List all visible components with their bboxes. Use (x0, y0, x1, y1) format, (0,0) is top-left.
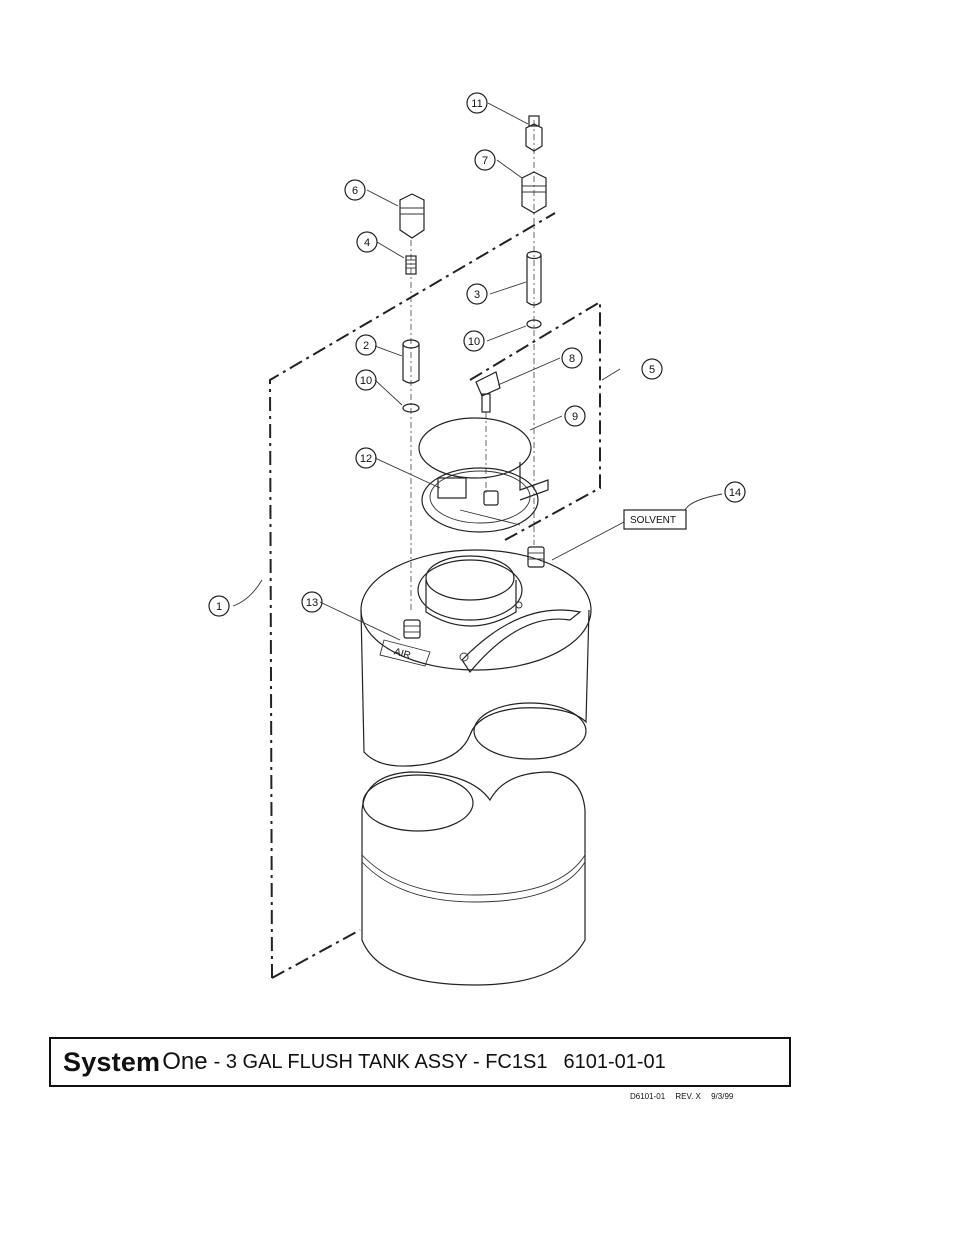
callout-13-text: 13 (306, 597, 318, 609)
fitting-left (400, 194, 424, 238)
callout-12-text: 12 (360, 453, 372, 465)
air-label-text: AIR (393, 646, 412, 661)
title-block: System One - 3 GAL FLUSH TANK ASSY - FC1… (49, 1037, 791, 1087)
revision-date: 9/3/99 (711, 1092, 733, 1101)
callout-5-text: 5 (649, 364, 655, 376)
tank-lower-section (362, 772, 585, 985)
callout-8-text: 8 (569, 353, 575, 365)
callout-2-text: 2 (363, 340, 369, 352)
plug-fitting (476, 372, 500, 412)
callout-4: 4 (357, 232, 377, 252)
large-o-ring (419, 418, 531, 478)
solvent-tag: SOLVENT (624, 510, 686, 529)
callout-4-text: 4 (364, 237, 370, 249)
air-label: AIR (380, 640, 430, 666)
tank-upper-section (361, 550, 591, 766)
callout-10-left: 10 (356, 370, 376, 390)
assembly-title: - 3 GAL FLUSH TANK ASSY - FC1S1 (214, 1051, 548, 1074)
revision: REV. X (675, 1092, 701, 1101)
callout-6-text: 6 (352, 185, 358, 197)
lid-plate (422, 462, 548, 532)
callout-3-text: 3 (474, 289, 480, 301)
callout-3: 3 (467, 284, 487, 304)
callout-2: 2 (356, 335, 376, 355)
part-number: 6101-01-01 (563, 1051, 665, 1074)
callout-14: 14 (725, 482, 745, 502)
drawing-number: D6101-01 (630, 1092, 665, 1101)
centerlines (411, 120, 534, 610)
callout-7: 7 (475, 150, 495, 170)
callout-6: 6 (345, 180, 365, 200)
callout-10-left-text: 10 (360, 375, 372, 387)
callout-1-text: 1 (216, 601, 222, 613)
callout-12: 12 (356, 448, 376, 468)
phantom-outline-1 (270, 213, 555, 978)
callout-9-text: 9 (572, 411, 578, 423)
phantom-outline-5 (470, 302, 600, 540)
callout-9: 9 (565, 406, 585, 426)
callout-11-text: 11 (471, 98, 482, 110)
callout-5: 5 (642, 359, 662, 379)
callout-14-text: 14 (729, 487, 741, 499)
callout-13: 13 (302, 592, 322, 612)
solvent-tag-text: SOLVENT (630, 515, 676, 526)
callout-10-right: 10 (464, 331, 484, 351)
callout-1: 1 (209, 596, 229, 616)
drawing-reference: D6101-01 REV. X 9/3/99 (630, 1092, 741, 1101)
callout-11: 11 (467, 93, 487, 113)
callout-8: 8 (562, 348, 582, 368)
exploded-assembly-drawing: AIR SOLVENT (0, 0, 954, 1030)
callout-7-text: 7 (482, 155, 488, 167)
brand-one: One (162, 1048, 207, 1076)
brand-system: System (63, 1047, 160, 1078)
air-fitting (404, 620, 420, 638)
callout-10-right-text: 10 (468, 336, 480, 348)
